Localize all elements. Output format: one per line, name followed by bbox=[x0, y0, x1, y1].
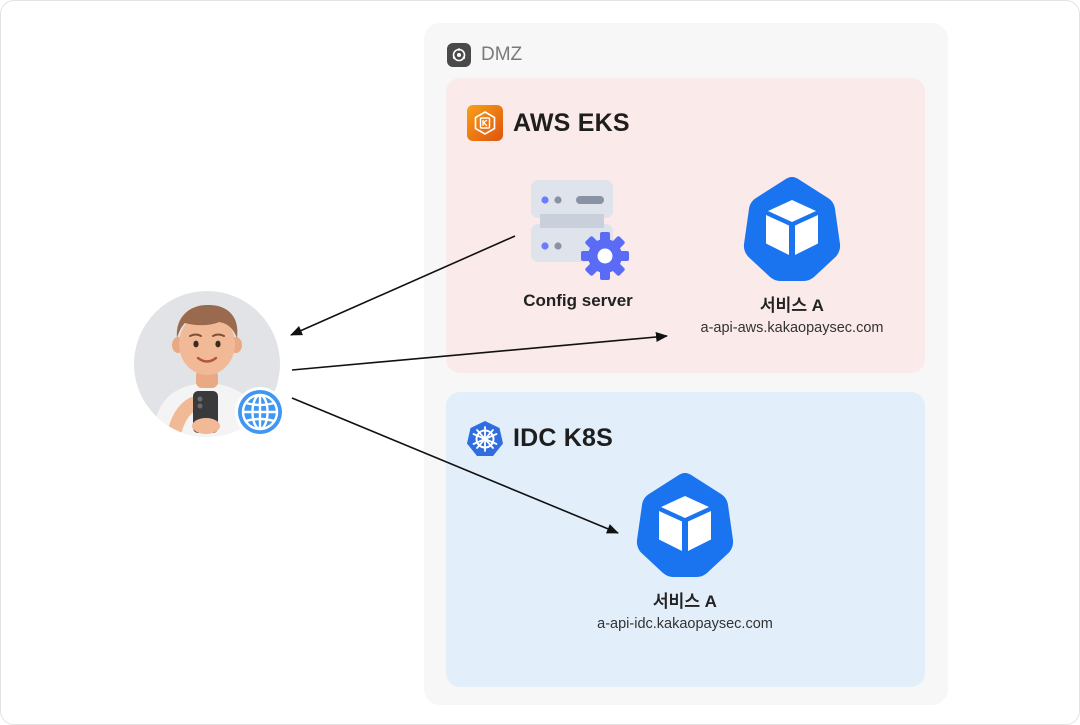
aws-service-host: a-api-aws.kakaopaysec.com bbox=[700, 320, 884, 336]
kubernetes-helm-icon bbox=[467, 420, 503, 456]
aws-eks-icon bbox=[467, 105, 503, 141]
globe-icon bbox=[233, 385, 287, 439]
server-gear-icon bbox=[521, 173, 641, 283]
aws-eks-title: AWS EKS bbox=[513, 108, 630, 137]
network-shield-icon bbox=[447, 43, 471, 67]
kubernetes-pod-icon bbox=[737, 173, 847, 283]
kubernetes-pod-icon bbox=[630, 469, 740, 579]
config-server-label: Config server bbox=[523, 291, 633, 310]
idc-k8s-title: IDC K8S bbox=[513, 423, 614, 452]
aws-service-label: 서비스 A bbox=[760, 296, 824, 315]
dmz-header: DMZ bbox=[447, 42, 522, 68]
idc-service-host: a-api-idc.kakaopaysec.com bbox=[597, 616, 773, 632]
aws-eks-zone bbox=[446, 78, 925, 373]
idc-service-label: 서비스 A bbox=[653, 592, 717, 611]
idc-k8s-header: IDC K8S bbox=[467, 420, 613, 456]
dmz-label: DMZ bbox=[481, 44, 523, 65]
aws-eks-header: AWS EKS bbox=[467, 105, 630, 141]
